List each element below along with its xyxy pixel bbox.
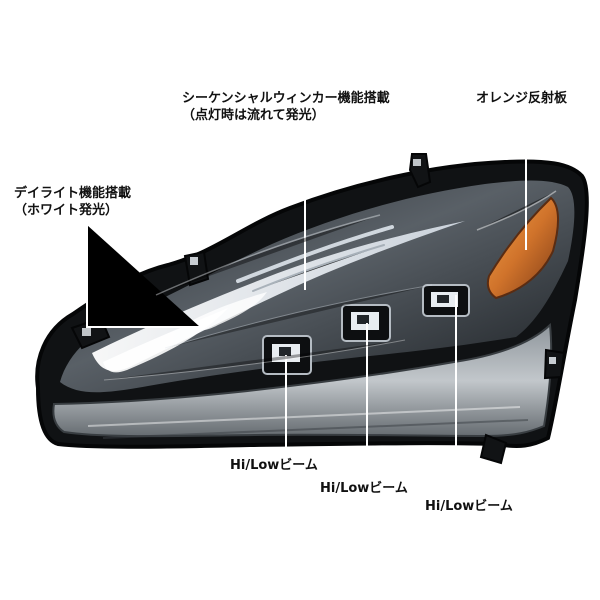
beam-projector-right (422, 284, 470, 317)
lower-lens-strip (52, 322, 553, 439)
beam-label-center: Hi/Lowビーム (320, 481, 408, 496)
beam-label-left: Hi/Lowビーム (230, 458, 318, 473)
orange-reflector-callout: オレンジ反射板 (476, 90, 567, 107)
daytime-running-light-title: デイライト機能搭載 (14, 186, 132, 201)
sequential-turn-signal-led-row (236, 225, 394, 292)
orange-reflector-part (486, 196, 559, 300)
orange-reflector-label: オレンジ反射板 (476, 91, 568, 106)
beam-label-right: Hi/Lowビーム (425, 499, 513, 514)
callout-leader-lines (86, 113, 527, 494)
daytime-running-light-note: （ホワイト発光） (14, 203, 119, 218)
lens-reflections (103, 190, 557, 381)
sequential-turn-signal-callout: シーケンシャルウィンカー機能搭載 （点灯時は流れて発光） (182, 90, 390, 124)
sequential-turn-signal-note: （点灯時は流れて発光） (182, 108, 325, 123)
upper-lens (60, 180, 575, 393)
sequential-turn-signal-title: シーケンシャルウィンカー機能搭載 (182, 91, 390, 106)
daytime-running-light-callout: デイライト機能搭載 （ホワイト発光） (14, 185, 131, 219)
